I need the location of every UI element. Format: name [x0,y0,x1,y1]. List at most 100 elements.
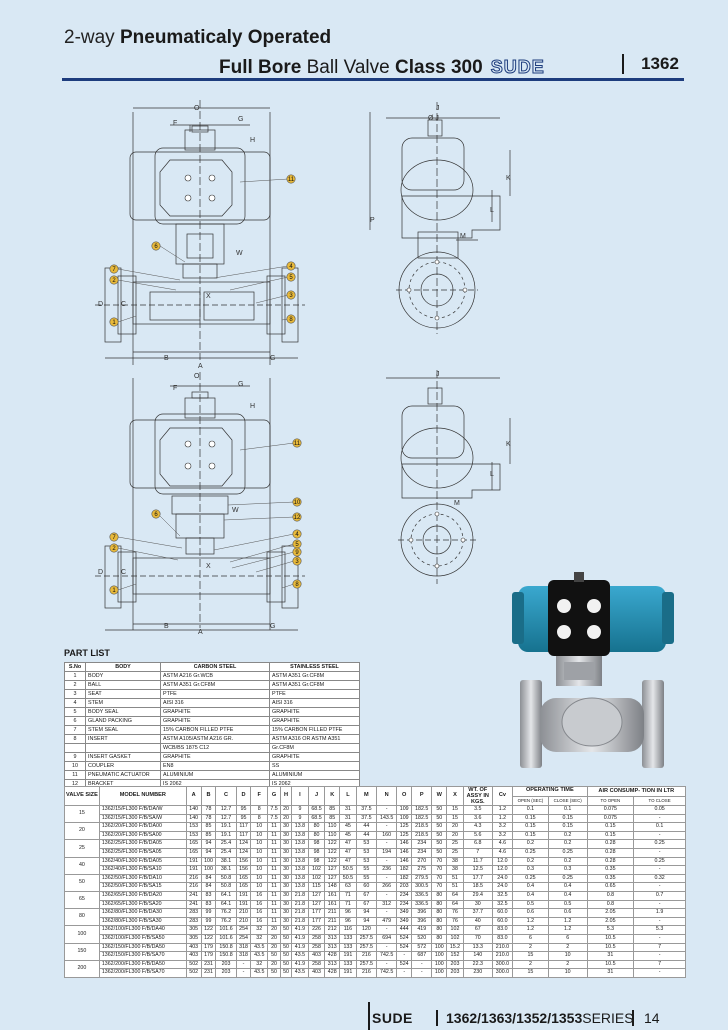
dimension-cell: - [633,865,686,875]
dimension-cell: 125 [396,830,413,841]
dimension-cell: 254 [235,933,252,944]
balloon-9: 9 [295,550,299,556]
dimension-cell: 32 [250,959,269,970]
flange-right [642,680,664,768]
dimension-cell: 7.5 [267,805,281,815]
dimension-cell: 133 [339,942,357,953]
dimension-cell: 203 [396,882,413,892]
dimension-cell: 0.15 [512,830,549,841]
dimension-cell: - [633,933,686,944]
dimension-cell: 64.1 [215,899,237,910]
dimension-cell: 191 [235,899,252,910]
dimension-cell: 15 [512,968,549,978]
part-carbon-steel: PTFE [160,689,270,699]
part-stainless-steel: GRAPHITE [269,716,360,726]
dimension-cell: 43.5 [250,942,269,953]
product-photo [512,572,674,768]
dimension-cell: 3.5 [462,805,493,815]
part-stainless-steel: AISI 316 [269,698,360,708]
dimension-cell: 305 [185,933,202,944]
balloon-7: 7 [112,267,116,273]
dimension-cell: 20 [267,933,281,944]
dimension-cell: 67 [355,890,378,901]
title-prefix: 2-way [64,27,115,48]
dim-label-A: A [198,363,203,370]
dimension-cell: 71 [339,890,357,901]
header-col-I: I [291,786,309,806]
dimension-cell: 336.5 [411,890,433,901]
part-name: STEM [85,698,161,708]
dimension-cell: 165 [185,839,202,849]
dimension-cell: 524 [396,942,413,953]
dimension-cell: 30 [462,899,493,910]
dim-label-K: K [506,175,511,182]
dimension-cell: 122 [324,839,341,849]
dimension-cell: 133 [339,959,357,970]
dimension-cell: 53 [355,847,378,858]
dim-label-B: B [164,355,169,362]
dimension-cell: 156 [235,856,252,867]
part-header-body: BODY [85,662,161,672]
page-title: 2-way Pneumaticaly Operated Full Bore Ba… [64,26,544,78]
dim-label-L: L [490,207,494,214]
part-sno [64,743,86,753]
dimension-cell: 0.35 [586,865,635,875]
dimension-cell: 9 [291,813,309,824]
model-number-cell: 1362/50/FL300 F/B/DA10 [98,873,187,884]
dimension-cell: 0.15 [586,830,635,841]
dimension-cell: 165 [235,882,252,892]
dim-label-C: C [121,569,126,576]
dimension-cell: 2 [512,959,549,970]
part-name: GLAND PACKING [85,716,161,726]
model-number-cell: 1362/25/FL300 F/B/DA05 [98,839,187,849]
dimension-cell: 156 [235,865,252,875]
model-number-cell: 1362/150/FL300 F/B/SA70 [98,951,187,961]
dimension-cell: 4.6 [491,839,514,849]
footer-series-models: 1362/1363/1352/1353 [446,1010,583,1026]
dimension-cell: - [633,916,686,927]
part-name: INSERT [85,734,161,744]
header-col-P: P [411,786,433,806]
part-stainless-steel: PTFE [269,689,360,699]
dimension-cell: 257.5 [355,933,378,944]
dimension-cell: 210 [235,916,252,927]
part-name: INSERT GASKET [85,752,161,762]
dimension-cell: 6.8 [462,839,493,849]
dimension-cell: 15 [446,805,464,815]
dimension-cell: 109 [396,813,413,824]
dimension-cell: 18.5 [462,882,493,892]
dimension-table: VALVE SIZE MODEL NUMBER A B C D F G H I … [64,786,687,978]
dimension-cell: 25.4 [215,839,237,849]
dimension-cell: 0.28 [586,856,635,867]
dimension-cell: 100 [431,942,448,953]
dimension-cell: 41.9 [291,933,309,944]
dimension-cell: 203 [215,968,237,978]
dimension-cell: 5.3 [633,925,686,935]
dim-label-K: K [506,441,511,448]
dimension-cell: 4.6 [491,847,514,858]
dimension-cell: 60.0 [491,916,514,927]
dimension-cell: 11 [267,847,281,858]
dimension-cell: 8 [250,813,269,824]
dimension-cell: 45 [339,830,357,841]
dimension-cell: 0.8 [586,899,635,910]
dimension-cell: 203 [446,959,464,970]
dimension-cell: 0.5 [512,899,549,910]
dimension-cell: 80 [431,925,448,935]
dimension-cell: 38.1 [215,865,237,875]
dimension-cell: 0.6 [547,908,588,918]
dimension-cell: 0.2 [512,856,549,867]
balloon-10: 10 [294,500,301,506]
dimension-cell: 13.8 [291,882,309,892]
part-header-cs: CARBON STEEL [160,662,270,672]
part-sno: 1 [64,671,86,681]
dimension-cell: 165 [235,873,252,884]
model-number: 1362 [622,54,690,74]
dimension-cell: 78 [200,813,217,824]
dimension-cell: 25.4 [215,847,237,858]
dimension-cell: 234 [411,839,433,849]
